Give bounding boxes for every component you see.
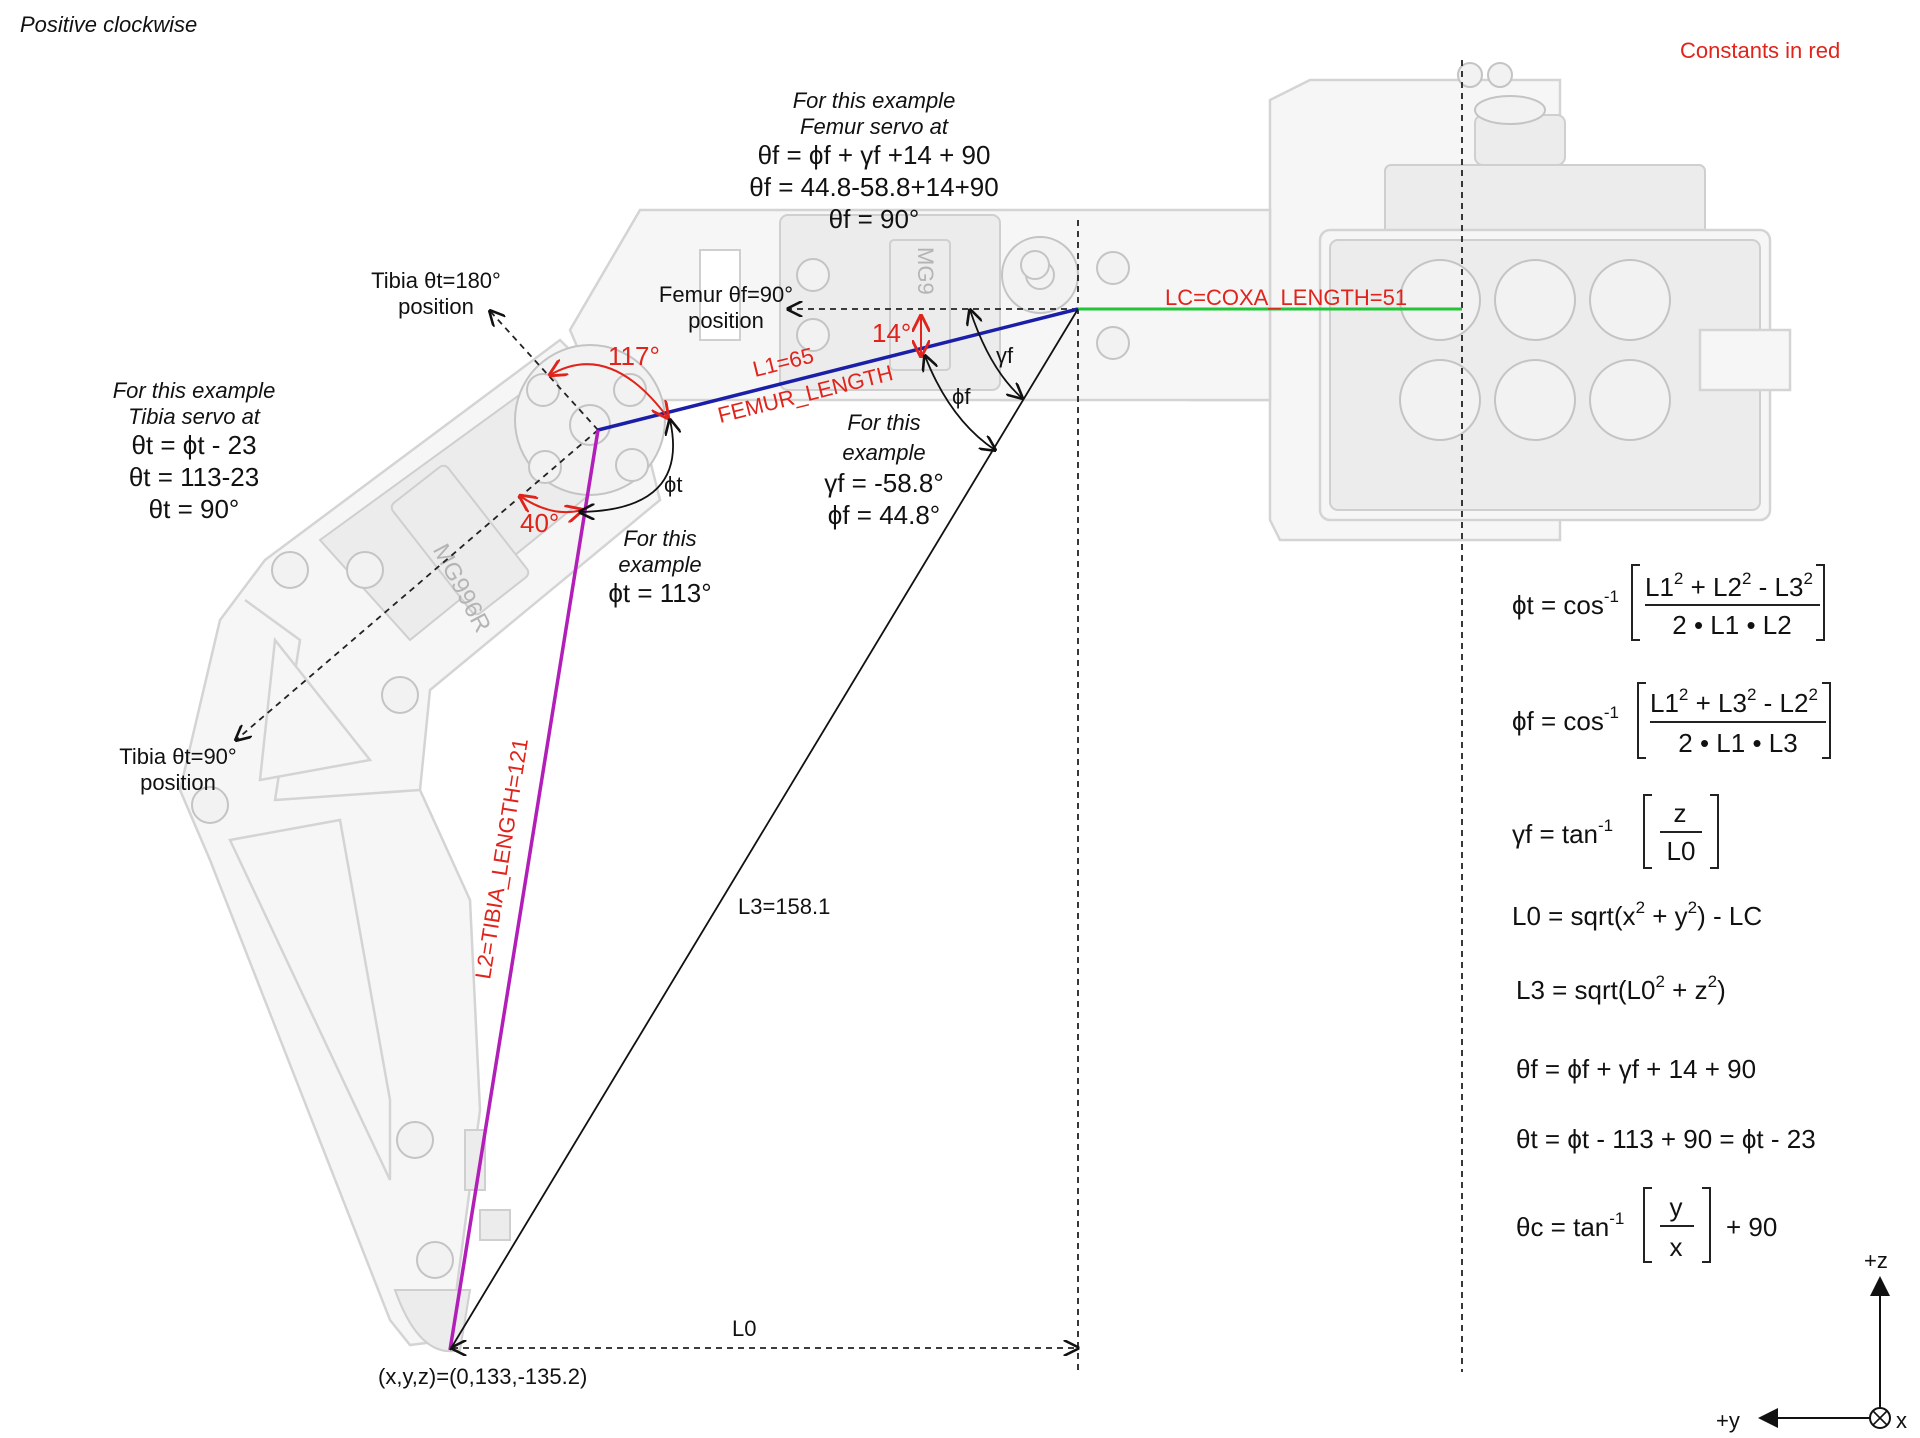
svg-text:For this: For this	[847, 410, 920, 435]
svg-text:For this: For this	[623, 526, 696, 551]
tibia-example-note: For this example Tibia servo at θt = ϕt …	[113, 378, 276, 524]
angle-117-label: 117°	[608, 341, 660, 371]
constants-note: Constants in red	[1680, 38, 1840, 63]
femur-servo-label: MG9	[913, 247, 938, 295]
svg-text:ϕt = cos-1: ϕt = cos-1	[1512, 587, 1619, 620]
sign-convention-note: Positive clockwise	[20, 12, 197, 37]
phi-f-label: ϕf	[952, 384, 971, 409]
femur-90-note-line-1: Femur θf=90°	[659, 282, 793, 307]
formula-theta-t: θt = ϕt - 113 + 90 = ϕt - 23	[1516, 1124, 1816, 1154]
tibia-180-note-line-1: Tibia θt=180°	[371, 268, 501, 293]
tibia-180-note-line-2: position	[398, 294, 474, 319]
svg-text:ϕf = cos-1: ϕf = cos-1	[1512, 703, 1619, 736]
angle-40-label: 40°	[520, 508, 559, 538]
formula-l3: L3 = sqrt(L02 + z2)	[1516, 972, 1726, 1005]
y-axis-label: +y	[1716, 1408, 1740, 1433]
gamma-f-label: γf	[996, 343, 1014, 368]
formula-phi-f: ϕf = cos-1 L12 + L32 - L22 2 • L1 • L3	[1512, 682, 1831, 759]
svg-text:L0: L0	[1667, 836, 1696, 866]
svg-text:θf = 90°: θf = 90°	[829, 204, 920, 234]
tibia-90-note-line-1: Tibia θt=90°	[119, 744, 236, 769]
tibia-line	[448, 429, 600, 1351]
femur-example-note: For this example Femur servo at θf = ϕf …	[749, 88, 998, 234]
svg-text:Femur servo at: Femur servo at	[800, 114, 949, 139]
z-axis-label: +z	[1864, 1248, 1888, 1273]
femur-90-note-line-2: position	[688, 308, 764, 333]
svg-text:ϕf = 44.8°: ϕf = 44.8°	[828, 500, 940, 530]
formula-theta-c: θc = tan-1 y x + 90	[1516, 1187, 1777, 1263]
svg-text:L12 + L32 - L22: L12 + L32 - L22	[1650, 685, 1818, 718]
svg-text:θc = tan-1: θc = tan-1	[1516, 1209, 1624, 1242]
svg-text:For this example: For this example	[113, 378, 276, 403]
x-axis-label: x	[1896, 1408, 1907, 1433]
formula-theta-f: θf = ϕf + γf + 14 + 90	[1516, 1054, 1756, 1084]
svg-text:θf = ϕf + γf +14 + 90: θf = ϕf + γf +14 + 90	[758, 140, 991, 170]
svg-text:example: example	[842, 440, 925, 465]
svg-text:θt = 113-23: θt = 113-23	[129, 462, 259, 492]
svg-text:+ 90: + 90	[1726, 1212, 1777, 1242]
svg-text:Tibia servo at: Tibia servo at	[128, 404, 261, 429]
femur-bracket: MG9	[568, 208, 1272, 402]
svg-text:2 • L1 • L2: 2 • L1 • L2	[1672, 610, 1791, 640]
phi-f-arc	[925, 356, 995, 450]
svg-text:example: example	[618, 552, 701, 577]
svg-text:y: y	[1670, 1192, 1683, 1222]
angle-40-arc	[520, 496, 582, 512]
svg-text:θt = 90°: θt = 90°	[149, 494, 240, 524]
tibia-leg: MG996R	[178, 338, 666, 1353]
svg-text:2 • L1 • L3: 2 • L1 • L3	[1678, 728, 1797, 758]
phi-t-arc	[580, 420, 673, 512]
svg-text:γf = tan-1: γf = tan-1	[1512, 816, 1613, 849]
svg-text:γf = -58.8°: γf = -58.8°	[824, 468, 944, 498]
angle-117-arc	[550, 364, 668, 418]
l3-line	[449, 308, 1079, 1351]
axes-indicator: +z +y x	[1716, 1248, 1907, 1433]
phi-t-example-note: For this example ϕt = 113°	[608, 526, 711, 608]
svg-text:For this example: For this example	[793, 88, 956, 113]
svg-text:L12 + L22 - L32: L12 + L22 - L32	[1645, 569, 1813, 602]
formula-l0: L0 = sqrt(x2 + y2) - LC	[1512, 898, 1762, 931]
svg-text:ϕt = 113°: ϕt = 113°	[608, 578, 711, 608]
svg-text:z: z	[1674, 798, 1687, 828]
tibia-length-label: L2=TIBIA_LENGTH=121	[470, 737, 533, 981]
gamma-f-example-note: For this example γf = -58.8° ϕf = 44.8°	[824, 410, 944, 530]
svg-text:θf = 44.8-58.8+14+90: θf = 44.8-58.8+14+90	[749, 172, 998, 202]
tibia-90-arrow	[236, 429, 599, 740]
l3-label: L3=158.1	[738, 894, 830, 919]
formula-gamma-f: γf = tan-1 z L0	[1512, 794, 1719, 869]
l0-label: L0	[732, 1316, 756, 1341]
coxa-length-label: LC=COXA_LENGTH=51	[1165, 285, 1407, 310]
svg-text:θt = ϕt - 23: θt = ϕt - 23	[131, 430, 256, 460]
robot-illustration: MG9 MG996R	[178, 62, 1792, 1353]
svg-text:x: x	[1670, 1232, 1683, 1262]
angle-14-label: 14°	[872, 318, 911, 348]
tibia-90-note-line-2: position	[140, 770, 216, 795]
foot-coordinate-label: (x,y,z)=(0,133,-135.2)	[378, 1364, 587, 1389]
formula-phi-t: ϕt = cos-1 L12 + L22 - L32 2 • L1 • L2	[1512, 564, 1825, 641]
phi-t-label: ϕt	[664, 472, 682, 497]
